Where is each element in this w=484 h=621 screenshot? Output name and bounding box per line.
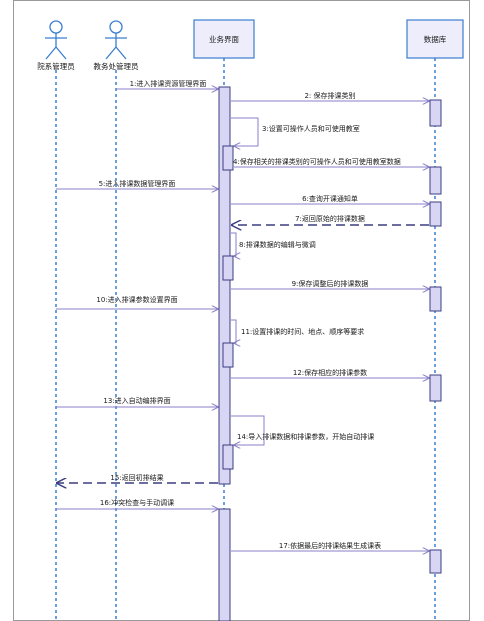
message-label: 10:进入排课参数设置界面 [96,295,177,304]
message-label: 12:保存相应的排课参数 [293,368,367,377]
activation-bar [222,342,234,368]
message-label: 17:依据最后的排课结果生成课表 [279,541,381,550]
actor-icon [105,20,127,60]
message-label: 2: 保存排课类别 [304,91,355,100]
activation-bar [218,86,231,485]
message-label: 16:冲突检查与手动调课 [100,498,174,507]
activation-bar [222,145,234,171]
message-label: 6:查询开课通知单 [302,194,358,203]
activation-bar [429,201,442,227]
activation-bar [429,166,442,195]
object-box [406,19,464,59]
message-label: 9:保存调整后的排课数据 [292,279,369,288]
self-message-arrow [231,232,236,256]
message-label: 3:设置可操作人员和可使用教室 [262,124,360,133]
participant-label: 教务处管理员 [94,61,139,71]
activation-bar [222,255,234,281]
message-label: 4:保存相关的排课类别的可操作人员和可使用教室数据 [233,157,401,166]
message-label: 8:排课数据的编辑与微调 [239,240,316,249]
message-label: 15:返回初排结果 [110,473,163,482]
activation-bar [429,99,442,127]
self-message-arrow [231,117,259,146]
self-message-arrow [231,415,265,445]
activation-bar [429,549,442,574]
message-label: 14:导入排课数据和排课参数，开始自动排课 [237,432,374,441]
message-label: 7:返回原始的排课数据 [295,214,365,223]
message-label: 5:进入排课数据管理界面 [99,179,176,188]
message-label: 13:进入自动编排界面 [103,396,170,405]
activation-bar [218,508,231,621]
message-label: 1:进入排课资源管理界面 [130,79,207,88]
participant-label: 业务界面 [209,34,239,44]
participant-label: 院系管理员 [37,61,75,71]
diagram-frame [13,0,470,621]
message-label: 11:设置排课的时间、地点、顺序等要求 [241,327,364,336]
activation-bar [429,374,442,402]
self-message-arrow [231,319,236,343]
actor-icon [45,20,67,60]
activation-bar [429,286,442,312]
object-box [193,19,255,59]
activation-bar [222,444,234,470]
participant-label: 数据库 [424,34,447,44]
